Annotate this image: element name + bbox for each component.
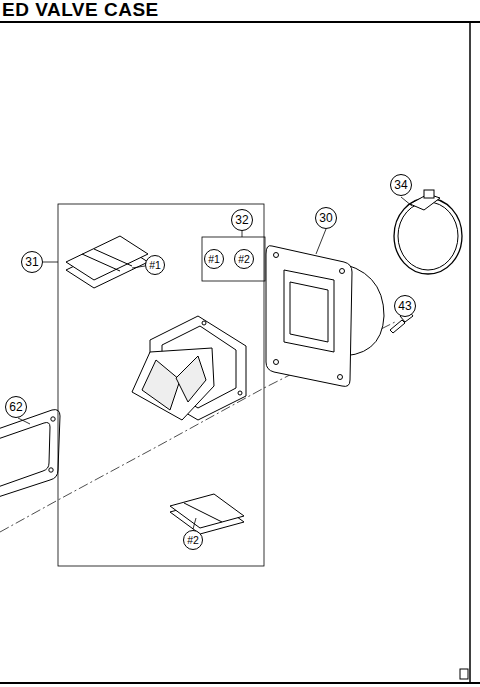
frame-line [0,682,480,684]
reed-block [132,316,246,420]
callout-number: #2 [183,530,203,550]
callout-number: 31 [21,251,43,273]
reed-petals [66,236,148,288]
reed-petals [170,494,244,534]
group-frame [58,204,264,566]
intake-flange [266,246,384,387]
page-mark [460,669,468,679]
kit-box [202,237,265,281]
callout-number: #1 [204,249,224,269]
callout-number: 34 [390,174,412,196]
callout-number: 32 [231,209,253,231]
callout-number: 62 [5,396,27,418]
callout-number: 43 [394,295,416,317]
hose-clamp [394,190,462,274]
diagram-title: ED VALVE CASE [2,0,159,20]
callout-number: #2 [234,249,254,269]
gasket [0,410,60,498]
callout-number: #1 [145,255,165,275]
leader-line [18,197,412,529]
header-rule [0,21,480,23]
callout-number: 30 [315,207,337,229]
frame-line [469,22,471,683]
